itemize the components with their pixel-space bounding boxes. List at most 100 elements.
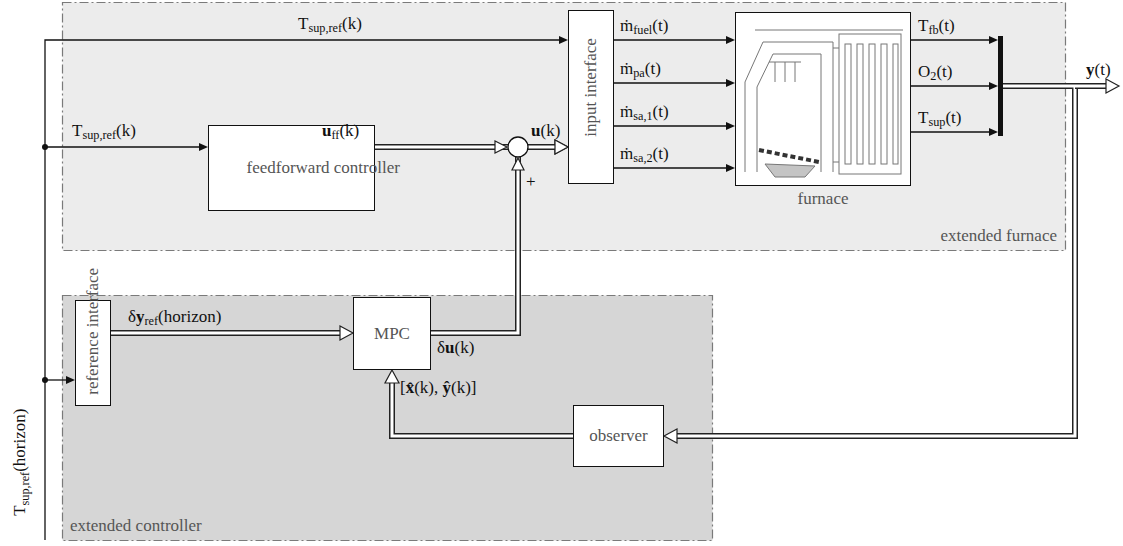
signal-name: u(k) [531, 121, 560, 141]
junction-dot [42, 144, 48, 150]
signal-name: + [526, 172, 536, 192]
node-label: feedforward controller [247, 158, 337, 178]
region-title: extended controller [70, 516, 202, 536]
subscript: sup,ref [308, 21, 342, 35]
subscript: ref [145, 314, 159, 328]
vector-signal-arrow [111, 326, 353, 340]
vector-wire [1075, 83, 1108, 89]
furnace-wall [757, 54, 821, 172]
boiler-pass [839, 34, 901, 174]
boiler-tube [869, 44, 875, 164]
arrow-head [989, 36, 998, 44]
vector-wire [1075, 85, 1108, 88]
arrow-head [726, 36, 735, 44]
boiler-tube [893, 44, 898, 164]
vector-wire [111, 332, 342, 335]
edge-label: ṁpa(t) [620, 59, 661, 79]
vector-wire [111, 330, 342, 336]
ash-hopper [765, 164, 815, 177]
furnace-wall [745, 42, 833, 172]
bold-symbol: u [445, 338, 454, 357]
arrow-head [512, 158, 524, 170]
vector-wire [431, 147, 557, 333]
bold-symbol: y [136, 307, 145, 326]
bold-symbol: y [1086, 60, 1095, 79]
signal-wire [614, 82, 727, 83]
signal-name: Tsup,ref(horizon) [10, 409, 30, 516]
bold-symbol: u [322, 121, 331, 140]
signal-wire [45, 40, 559, 540]
node-label: input interface [581, 57, 601, 137]
interface-box: input interface [568, 10, 614, 184]
arrow-head [555, 140, 568, 154]
arrow-head [199, 143, 208, 151]
arrow-head [726, 122, 735, 130]
arrow-head [989, 128, 998, 136]
arrow-head [559, 36, 568, 44]
signal-arrow [614, 164, 735, 172]
bold-symbol: u [531, 121, 540, 140]
edge-label: ṁfuel(t) [620, 16, 668, 36]
process-box: MPC [353, 297, 431, 370]
boiler-tube [845, 44, 851, 164]
arrow-head [726, 79, 735, 87]
edge-label: ṁsa,2(t) [620, 144, 669, 164]
subscript: sup,ref [82, 128, 116, 142]
bold-symbol: ŷ [443, 378, 452, 397]
output-bus-bar [998, 36, 1003, 136]
node-label: observer [589, 426, 648, 446]
region-band: extended furnacefeedforward controllerin… [62, 2, 1065, 250]
subscript: sa,1 [633, 109, 652, 123]
edge-label: δyref(horizon) [128, 307, 221, 327]
subscript: sa,2 [633, 151, 652, 165]
signal-arrow [614, 36, 735, 44]
process-box: observer [573, 405, 664, 467]
region-fill [63, 296, 713, 541]
roof-line [755, 30, 903, 31]
vector-signal-arrow [385, 370, 573, 436]
arrow-head [385, 370, 399, 383]
arrow-head [340, 326, 353, 340]
arrow-head [726, 164, 735, 172]
edge-label: uff(k) [322, 121, 359, 141]
arrow-head [555, 140, 568, 154]
arrow-head [66, 376, 75, 384]
edge-label: [x̂(k), ŷ(k)] [400, 378, 476, 398]
air-nozzles [769, 62, 801, 82]
signal-wire [911, 131, 989, 132]
region-band: extended controllerreference interfaceMP… [62, 295, 712, 540]
edge-label: δu(k) [437, 338, 474, 358]
reference-wires [45, 40, 989, 540]
vector-wire [431, 147, 557, 333]
signal-name: Tsup,ref(k) [298, 14, 362, 34]
signal-name: Tfb(t) [918, 16, 955, 36]
boiler-tube [881, 44, 887, 164]
furnace-illustration [745, 30, 903, 177]
signal-arrow [614, 79, 735, 87]
subscript: sup,ref [17, 472, 31, 506]
grate [759, 150, 819, 162]
subscript: sup [928, 115, 945, 129]
subscript: 2 [930, 69, 936, 83]
signal-wire [614, 167, 727, 168]
subscript: fuel [633, 23, 652, 37]
arrow-head [495, 141, 507, 153]
arrow-head [1106, 79, 1119, 93]
signal-wire [45, 146, 199, 147]
signal-name: Tsup(t) [918, 108, 961, 128]
signal-name: y(t) [1086, 60, 1111, 80]
signal-wire [45, 379, 66, 380]
furnace-box: furnace [735, 12, 911, 186]
furnace-ground [735, 12, 911, 186]
edge-label: ṁsa,1(t) [620, 102, 669, 122]
summing-junction [508, 137, 528, 157]
vector-signal-arrow [431, 140, 568, 333]
subscript: ff [331, 128, 339, 142]
signal-wire [911, 39, 989, 40]
signal-arrow [614, 122, 735, 130]
node-label: MPC [374, 324, 410, 344]
node-label: furnace [736, 189, 910, 209]
